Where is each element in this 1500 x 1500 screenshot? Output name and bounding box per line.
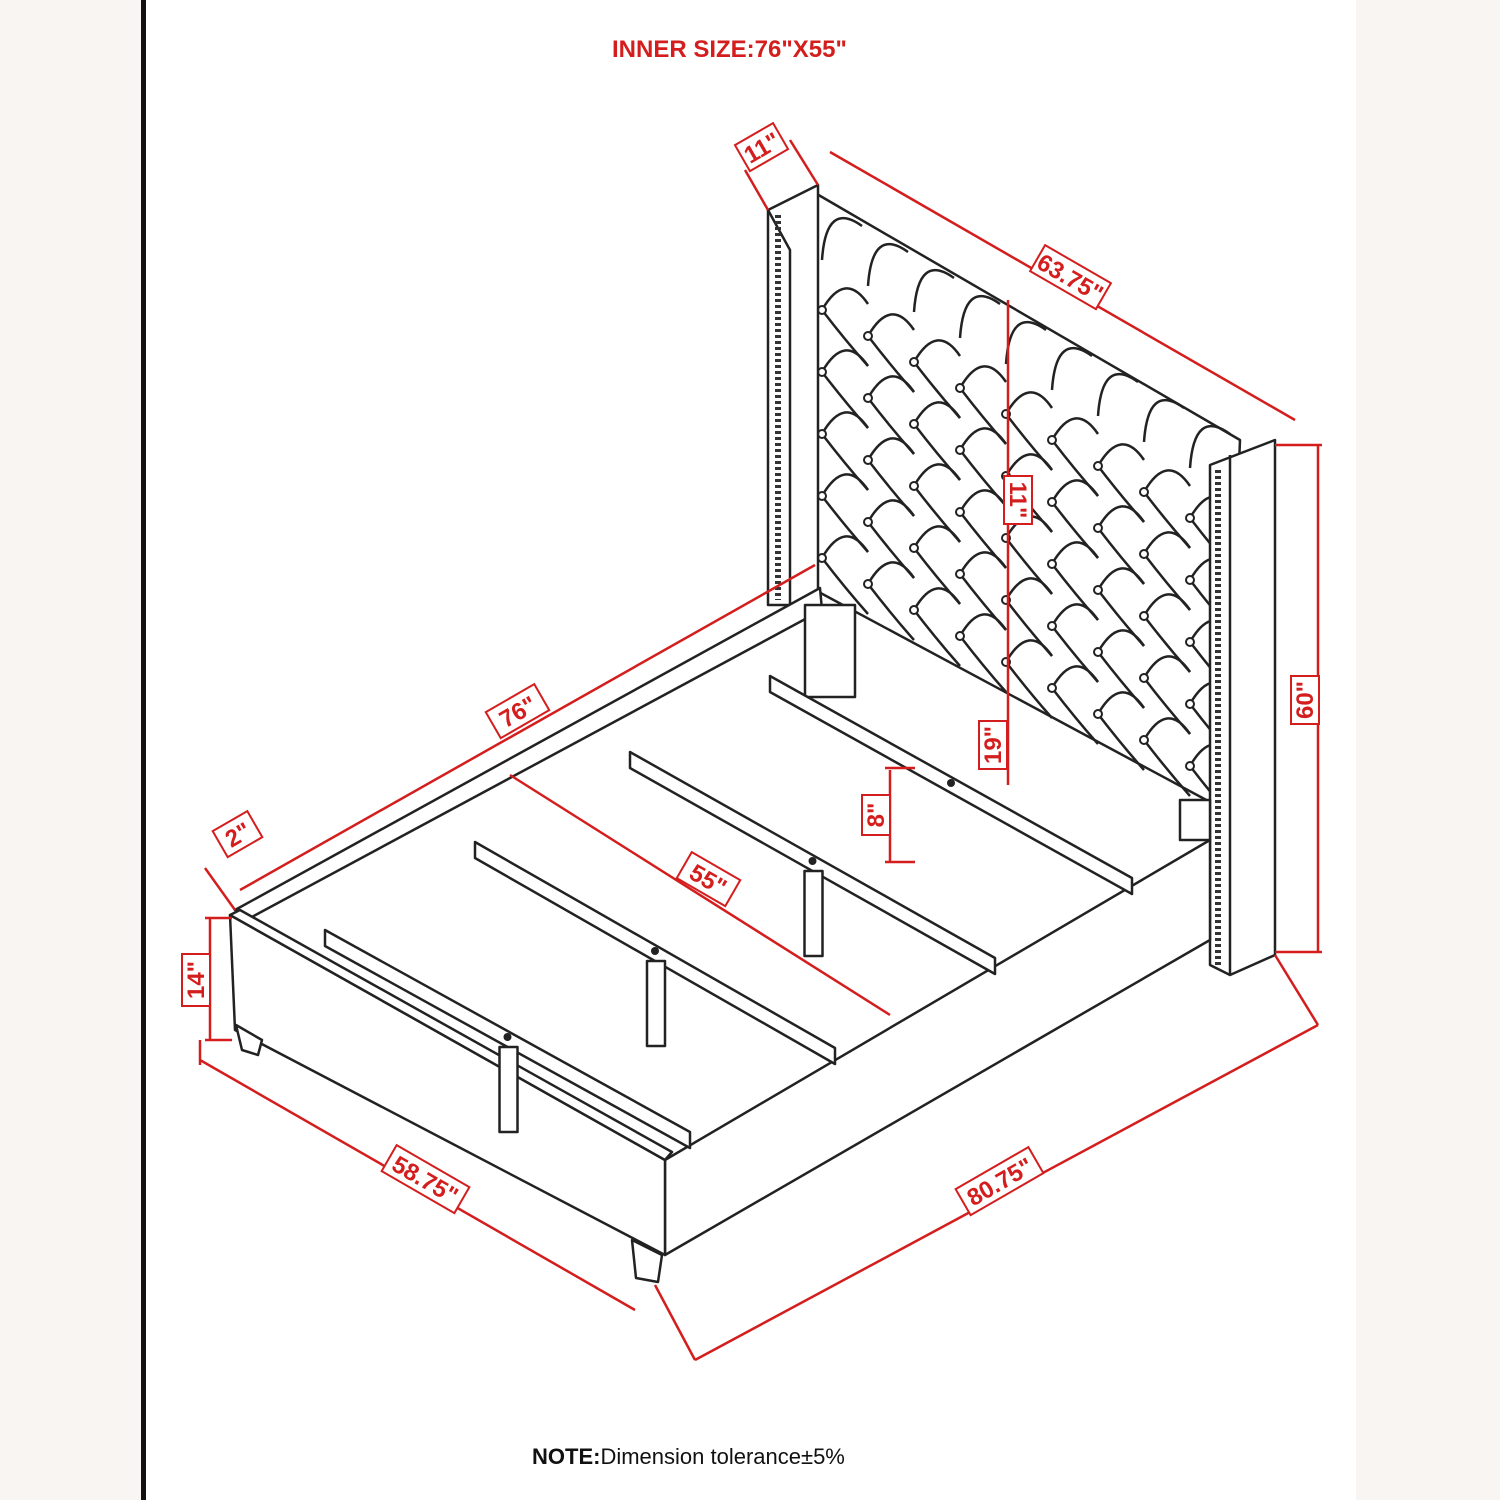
tuft-button <box>1185 761 1195 771</box>
leg <box>234 1023 264 1057</box>
page-edge-line <box>141 0 146 1500</box>
tuft-button <box>1185 513 1195 523</box>
tuft-button <box>1185 575 1195 585</box>
tuft-button <box>1093 461 1103 471</box>
tuft-button <box>1047 683 1057 693</box>
tuft-curve <box>820 535 870 615</box>
slats <box>323 674 1134 1150</box>
tuft-button <box>955 383 965 393</box>
channel-line <box>866 242 909 287</box>
tuft-button <box>1139 487 1149 497</box>
channel-line <box>912 268 955 313</box>
tuft-button <box>955 569 965 579</box>
tuft-curve <box>912 587 962 667</box>
slat-bolt <box>503 1033 512 1041</box>
tuft-button <box>1047 435 1057 445</box>
tolerance-note: NOTE:Dimension tolerance±5% <box>532 1444 845 1470</box>
slat-bolt <box>947 779 955 787</box>
tuft-button <box>1047 559 1057 569</box>
support-leg <box>498 1045 519 1134</box>
tuft-button <box>909 419 919 429</box>
tuft-button <box>1047 497 1057 507</box>
channel-line <box>958 294 1001 339</box>
tuft-button <box>909 481 919 491</box>
tuft-button <box>863 579 873 589</box>
right-rail <box>663 838 1212 1257</box>
support-leg <box>645 959 667 1048</box>
support-leg <box>803 869 824 958</box>
channel-line <box>1096 372 1139 417</box>
tuft-curve <box>866 561 916 641</box>
leg <box>630 1238 664 1284</box>
tuft-curve <box>958 613 1008 693</box>
tuft-button <box>1047 621 1057 631</box>
tuft-curve <box>1004 639 1054 719</box>
tuft-button <box>1139 673 1149 683</box>
channel-line <box>1142 398 1185 443</box>
tuft-button <box>863 517 873 527</box>
channel-line <box>820 216 863 261</box>
clearance-label: 19" <box>980 726 1007 764</box>
tuft-button <box>1093 647 1103 657</box>
tuft-button <box>909 605 919 615</box>
note-text: Dimension tolerance±5% <box>600 1444 845 1469</box>
tuft-button <box>863 455 873 465</box>
tuft-button <box>1139 549 1149 559</box>
headboard-width-label: 63.75" <box>1032 249 1107 308</box>
tuft-button <box>1185 637 1195 647</box>
tuft-button <box>909 543 919 553</box>
tuft-button <box>863 331 873 341</box>
tuft-button <box>955 507 965 517</box>
tuft-button <box>909 357 919 367</box>
channel-line <box>1050 346 1093 391</box>
tuft-button <box>955 631 965 641</box>
tuft-curve <box>1050 665 1100 745</box>
tuft-button <box>863 393 873 403</box>
tuft-button <box>1093 523 1103 533</box>
tuft-button <box>1139 611 1149 621</box>
note-label: NOTE: <box>532 1444 601 1469</box>
left-rail <box>233 586 824 920</box>
tuft-button <box>1093 709 1103 719</box>
headboard-height-label: 60" <box>1292 681 1319 719</box>
bed-frame <box>228 586 1212 1284</box>
overall-length-label: 80.75" <box>963 1153 1038 1212</box>
slat-bolt <box>808 857 817 865</box>
tuft-button <box>1185 699 1195 709</box>
tuft-button <box>955 445 965 455</box>
slat-clearance-label: 8" <box>863 803 890 828</box>
footboard-height-label: 14" <box>183 961 210 999</box>
slat-bolt <box>651 947 659 955</box>
inner-size-title: INNER SIZE:76"X55" <box>612 36 847 63</box>
tuft-button <box>1093 585 1103 595</box>
tuft-curve <box>1142 717 1192 797</box>
tuft-curve <box>1096 691 1146 771</box>
channel-line <box>1188 424 1231 469</box>
tuft-height-label: 11" <box>1004 482 1031 519</box>
overall-width-label: 58.75" <box>387 1151 462 1210</box>
tuft-button <box>1139 735 1149 745</box>
